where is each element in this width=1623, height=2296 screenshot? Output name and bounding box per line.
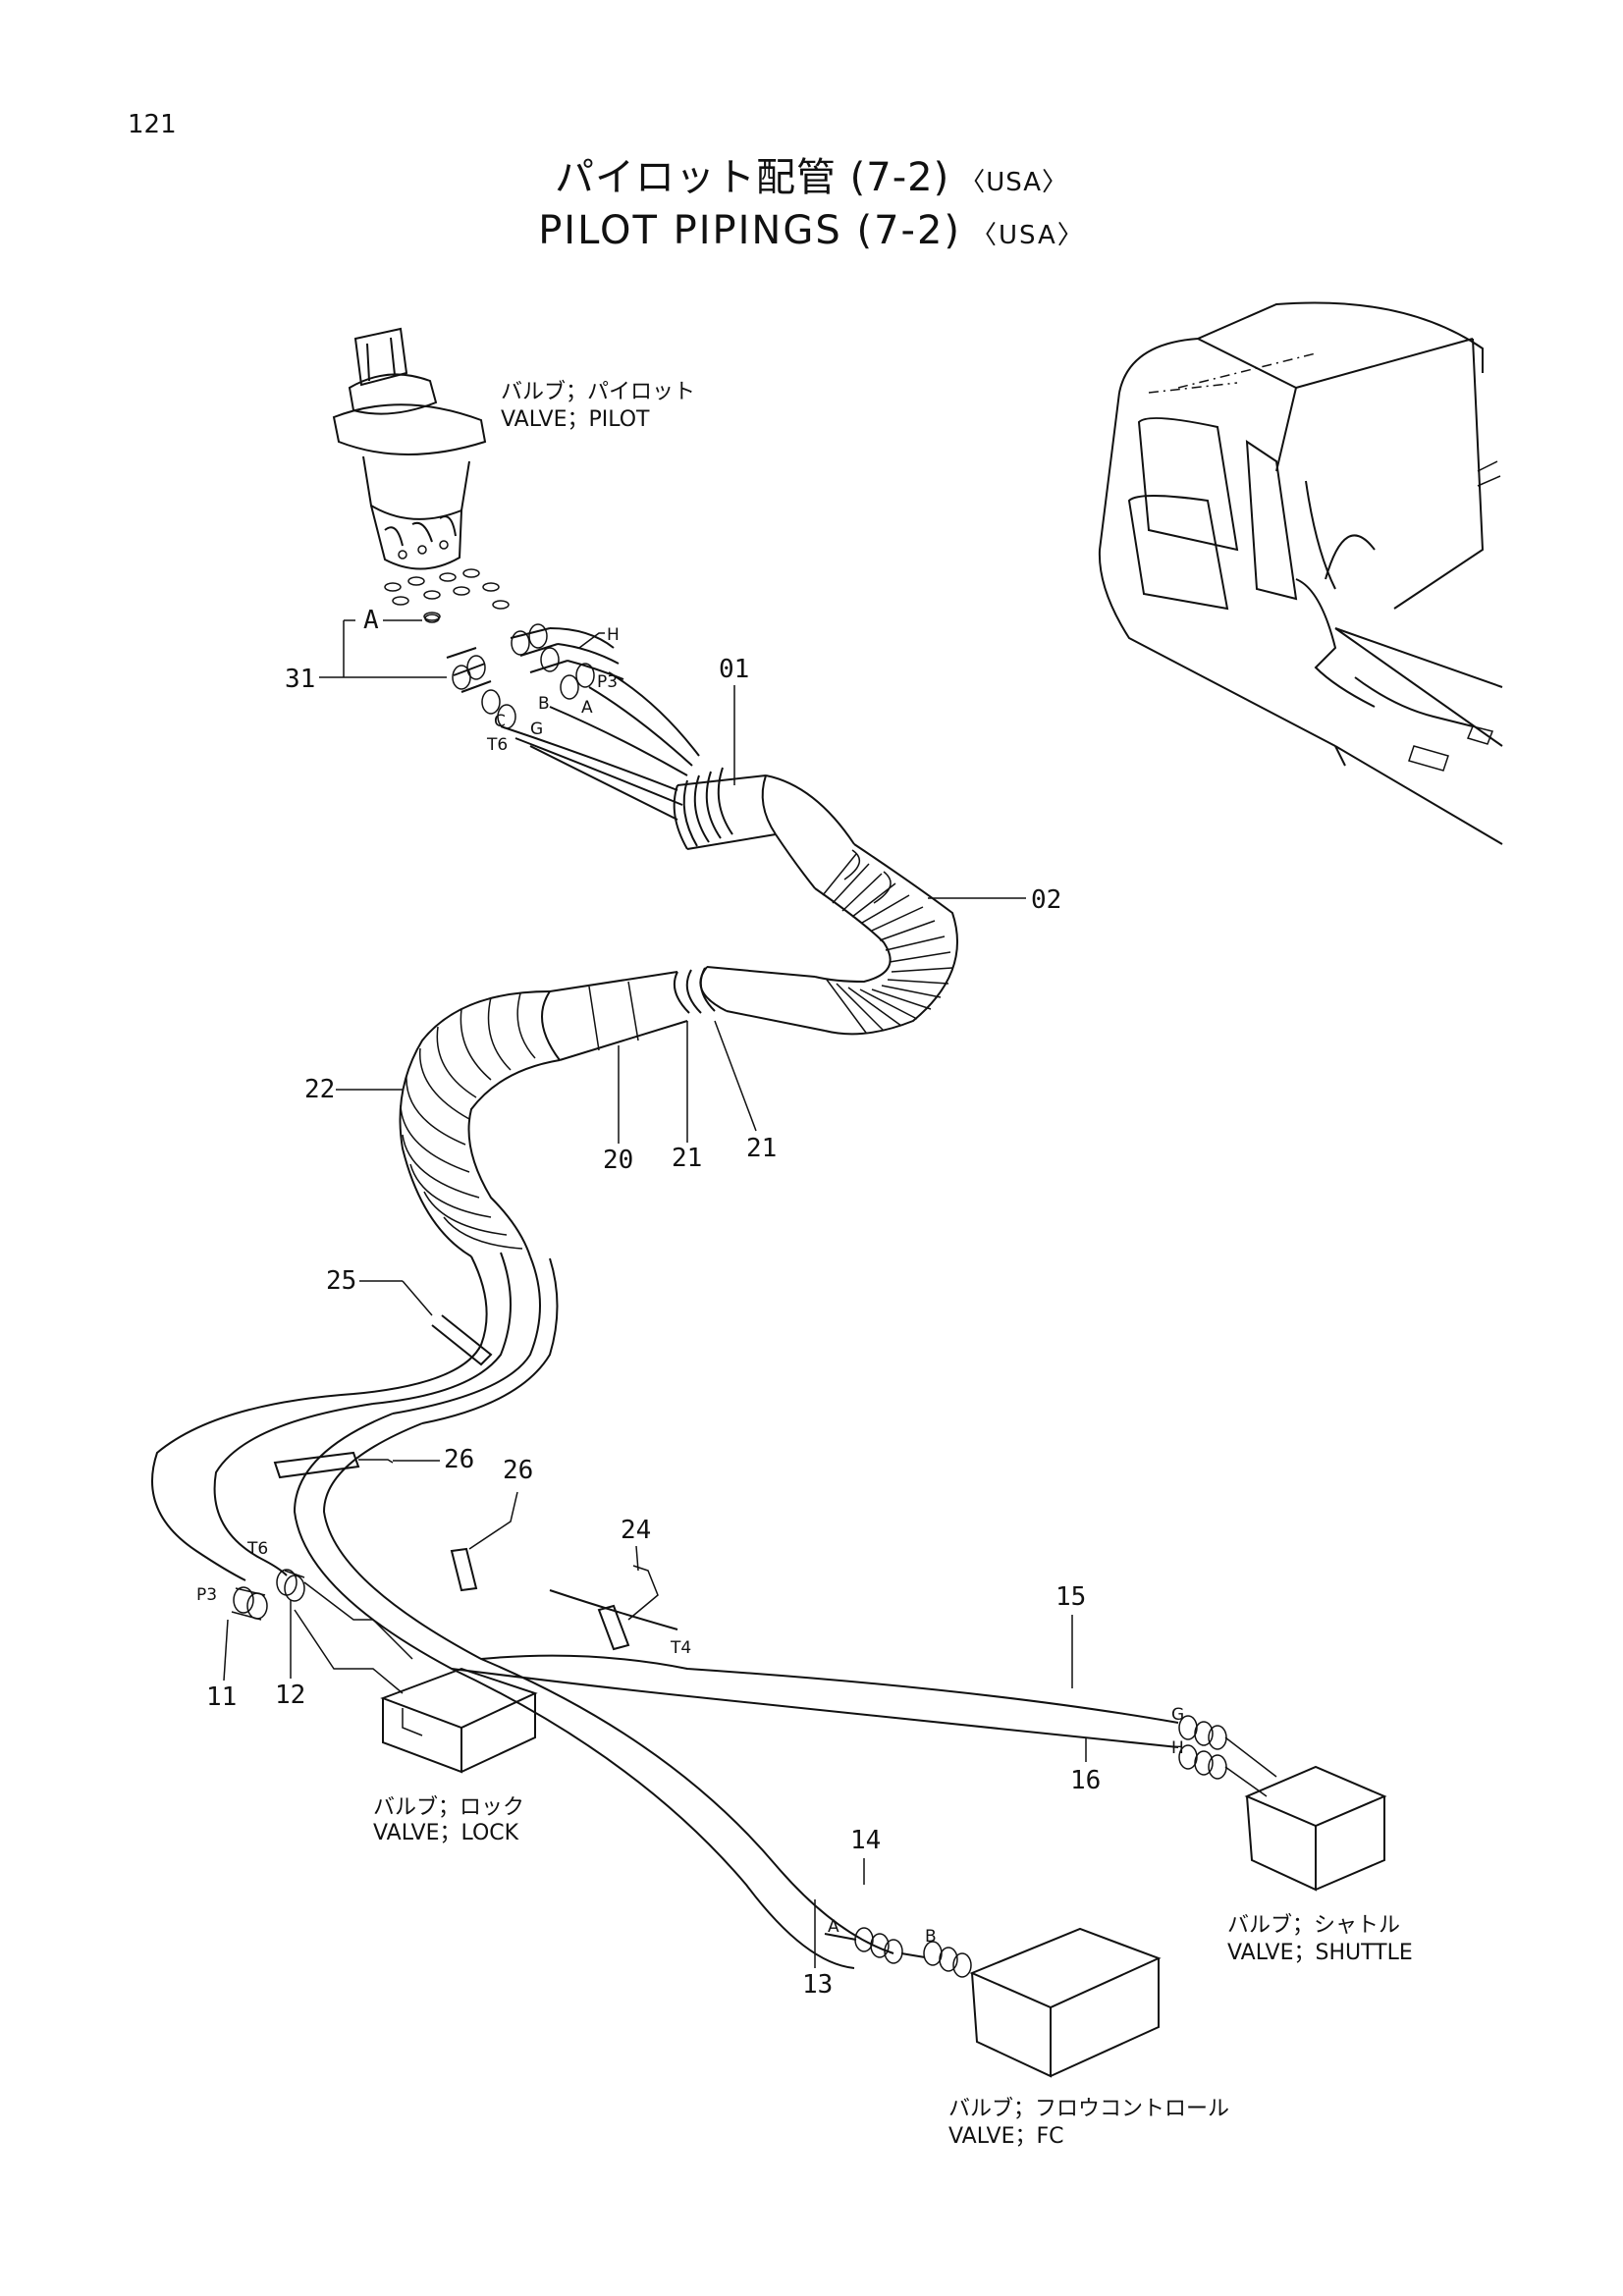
port-label-P3-lock: P3 [196,1585,217,1605]
port-label-C-top: C [494,712,506,731]
fc-valve-label-en: VALVE；FC [948,2124,1064,2149]
port-label-B-fc: B [925,1927,937,1947]
part-number-21-b: 21 [746,1134,777,1163]
port-label-H-top: H [607,625,620,645]
part-number-20: 20 [603,1146,633,1175]
fittings-cluster [446,623,700,821]
detail-label-A: A [363,606,379,635]
port-label-T6-top: T6 [486,735,508,755]
pilot-valve-drawing [332,327,510,621]
clamp-26-left [273,1451,360,1479]
title-en-main: PILOT PIPINGS (7-2) [538,208,961,253]
title-en-region: 〈USA〉 [971,221,1085,250]
shuttle-valve-drawing [1178,1715,1387,1892]
part-number-26-b: 26 [503,1456,533,1485]
leader-21-b [714,1020,757,1132]
clamp-24 [597,1604,630,1651]
part-number-22: 22 [304,1075,335,1104]
lock-valve-label-en: VALVE；LOCK [373,1821,519,1845]
shuttle-valve-label-en: VALVE；SHUTTLE [1227,1941,1413,1965]
fc-valve-label-jp: バルブ；フロウコントロール [948,2097,1229,2121]
port-label-A-top: A [581,698,593,718]
part-number-11: 11 [206,1682,237,1712]
part-number-31: 31 [285,665,315,694]
title-japanese: パイロット配管 (7-2) 〈USA〉 [0,145,1623,202]
part-number-26-a: 26 [444,1445,474,1474]
lock-valve-label-jp: バルブ；ロック [373,1795,524,1820]
port-label-P3-top: P3 [597,672,618,692]
part-number-25: 25 [326,1266,356,1296]
sheath-and-corrugated-tube: 02 [673,767,1061,1036]
clamp-26-middle [450,1547,478,1592]
part-number-13: 13 [802,1970,833,2000]
part-number-01: 01 [719,655,749,684]
pilot-valve-label-en: VALVE；PILOT [501,407,650,432]
leader-H-top [578,632,605,649]
shuttle-valve-label-jp: バルブ；シャトル [1227,1913,1400,1938]
port-label-A-fc: A [828,1917,839,1937]
part-number-16: 16 [1070,1766,1101,1795]
lock-valve-drawing [231,1569,538,1774]
pilot-valve-label-jp: バルブ；パイロット [501,380,695,404]
part-number-02: 02 [1031,885,1061,915]
page-number: 121 [128,110,177,139]
lower-hose-bundle [151,1393,1179,1969]
part-number-24: 24 [621,1516,651,1545]
port-label-B-top: B [538,694,550,714]
fc-valve-drawing [824,1927,1162,2078]
port-label-G-top: G [530,720,543,739]
port-label-G-shuttle: G [1171,1705,1184,1725]
part-number-21-a: 21 [672,1144,702,1173]
bracket-31 [343,619,447,678]
part-number-14: 14 [850,1826,881,1855]
port-label-H-shuttle: H [1171,1738,1184,1758]
port-label-T4: T4 [670,1638,691,1658]
middle-section [352,966,826,1424]
part-number-12: 12 [275,1681,305,1710]
part-number-15: 15 [1055,1582,1086,1612]
title-jp-region: 〈USA〉 [959,168,1069,197]
port-label-T6-lock: T6 [246,1539,268,1559]
title-english: PILOT PIPINGS (7-2) 〈USA〉 [0,208,1623,253]
cab-drawing [1098,301,1503,845]
title-jp-main: パイロット配管 (7-2) [554,155,950,200]
clamp-25 [402,1280,493,1366]
